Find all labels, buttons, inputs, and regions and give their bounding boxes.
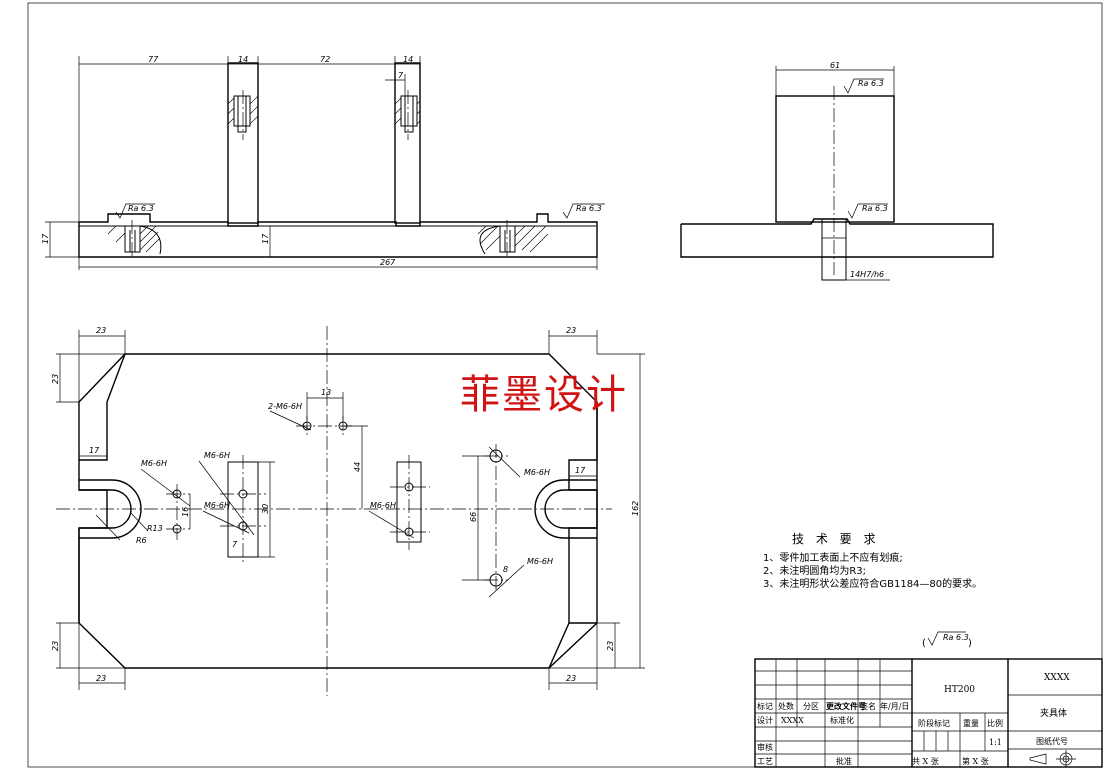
label-2m6: 2-M6-6H xyxy=(268,402,302,411)
dim-14a: 14 xyxy=(238,55,248,64)
rough-side-top: Ra 6.3 xyxy=(858,79,884,88)
rough-side-slot: Ra 6.3 xyxy=(862,204,888,213)
dim-16: 16 xyxy=(181,507,190,517)
general-roughness: Ra 6.3 xyxy=(943,633,969,642)
dim-66: 66 xyxy=(469,512,478,522)
label-m6-c: M6-6H xyxy=(204,501,230,510)
tb-mark: 标记 xyxy=(757,701,773,711)
dim-30: 30 xyxy=(261,504,270,514)
tech-item-2: 2、未注明圆角均为R3; xyxy=(763,564,866,577)
title-block: 标记 处数 分区 更改文件号 签名 年/月/日 设计 XXXX 标准化 审核 工… xyxy=(754,658,1103,768)
projection-symbol-icon xyxy=(1029,750,1076,767)
tb-scale-value: 1:1 xyxy=(989,738,1002,747)
dim-r13: R13 xyxy=(147,524,163,533)
tb-part-name: 夹具体 xyxy=(1040,707,1067,719)
drawing-frame xyxy=(27,2,1103,768)
tb-sheet: 第 X 张 xyxy=(962,756,989,766)
tb-change: 更改文件号 xyxy=(826,701,866,711)
tb-count: 处数 xyxy=(778,701,794,711)
tb-zone: 分区 xyxy=(803,702,819,711)
dim-61: 61 xyxy=(830,61,840,70)
tb-sign: 签名 xyxy=(860,701,876,711)
dim-7-pad: 7 xyxy=(232,540,238,549)
dim-corner-bl-w: 23 xyxy=(96,674,106,683)
tb-process: 工艺 xyxy=(757,757,773,766)
dim-267: 267 xyxy=(380,258,396,267)
tb-date: 年/月/日 xyxy=(880,701,909,711)
dim-corner-br-h: 23 xyxy=(606,641,615,651)
dim-corner-br-w: 23 xyxy=(566,674,576,683)
tech-item-3: 3、未注明形状公差应符合GB1184—80的要求。 xyxy=(763,577,982,590)
tb-standard: 标准化 xyxy=(830,715,854,725)
tb-material: HT200 xyxy=(944,685,975,695)
svg-text:(: ( xyxy=(922,638,926,649)
dim-slot-left: 17 xyxy=(89,446,100,455)
dim-162: 162 xyxy=(631,501,640,516)
dim-77: 77 xyxy=(148,55,159,64)
tb-drawing-no: 图纸代号 xyxy=(1036,736,1068,746)
dim-corner-tl-w: 23 xyxy=(96,326,106,335)
tech-title: 技 术 要 求 xyxy=(792,532,879,546)
dim-8: 8 xyxy=(503,565,508,574)
tb-scale: 比例 xyxy=(987,718,1003,728)
front-view: 77 14 72 14 7 17 267 17 Ra 6.3 Ra 6.3 xyxy=(41,55,605,270)
tb-weight: 重量 xyxy=(963,718,979,728)
dim-slot-right: 17 xyxy=(575,466,586,475)
label-m6-d: M6-6H xyxy=(370,501,396,510)
dim-17-left: 17 xyxy=(41,233,50,244)
tech-item-1: 1、零件加工表面上不应有划痕; xyxy=(763,551,903,564)
dim-corner-bl-h: 23 xyxy=(51,641,60,651)
side-view: 61 Ra 6.3 Ra 6.3 14H7/h6 xyxy=(680,61,994,281)
dim-72: 72 xyxy=(320,55,330,64)
tb-total: 共 X 张 xyxy=(912,757,939,766)
label-m6-a: M6-6H xyxy=(141,459,167,468)
dim-44: 44 xyxy=(353,462,362,472)
dim-corner-tr-w: 23 xyxy=(566,326,576,335)
label-m6-f: M6-6H xyxy=(527,557,553,566)
dim-13: 13 xyxy=(321,388,331,397)
tb-review: 审核 xyxy=(757,742,773,752)
tech-requirements: 技 术 要 求 1、零件加工表面上不应有划痕; 2、未注明圆角均为R3; 3、未… xyxy=(763,532,982,649)
tb-design-name: XXXX xyxy=(781,716,804,725)
rough-front-right: Ra 6.3 xyxy=(576,204,602,213)
label-m6-e: M6-6H xyxy=(524,468,550,477)
dim-7: 7 xyxy=(398,71,404,80)
label-m6-b: M6-6H xyxy=(204,451,230,460)
plan-view: 23 23 23 23 23 23 23 17 17 R6 R13 162 2-… xyxy=(51,326,645,696)
tb-stage: 阶段标记 xyxy=(918,718,950,728)
dim-17-base: 17 xyxy=(261,233,270,244)
dim-r6: R6 xyxy=(136,536,147,545)
dim-corner-tl-h: 23 xyxy=(51,374,60,384)
fit-14h7h6: 14H7/h6 xyxy=(850,270,884,279)
tb-design: 设计 xyxy=(757,715,773,725)
tb-approve: 批准 xyxy=(836,756,852,766)
rough-front-left: Ra 6.3 xyxy=(128,204,154,213)
tb-code: XXXX xyxy=(1044,673,1070,683)
dim-14b: 14 xyxy=(403,55,413,64)
svg-text:): ) xyxy=(968,638,972,649)
watermark: 菲墨设计 xyxy=(460,372,628,418)
